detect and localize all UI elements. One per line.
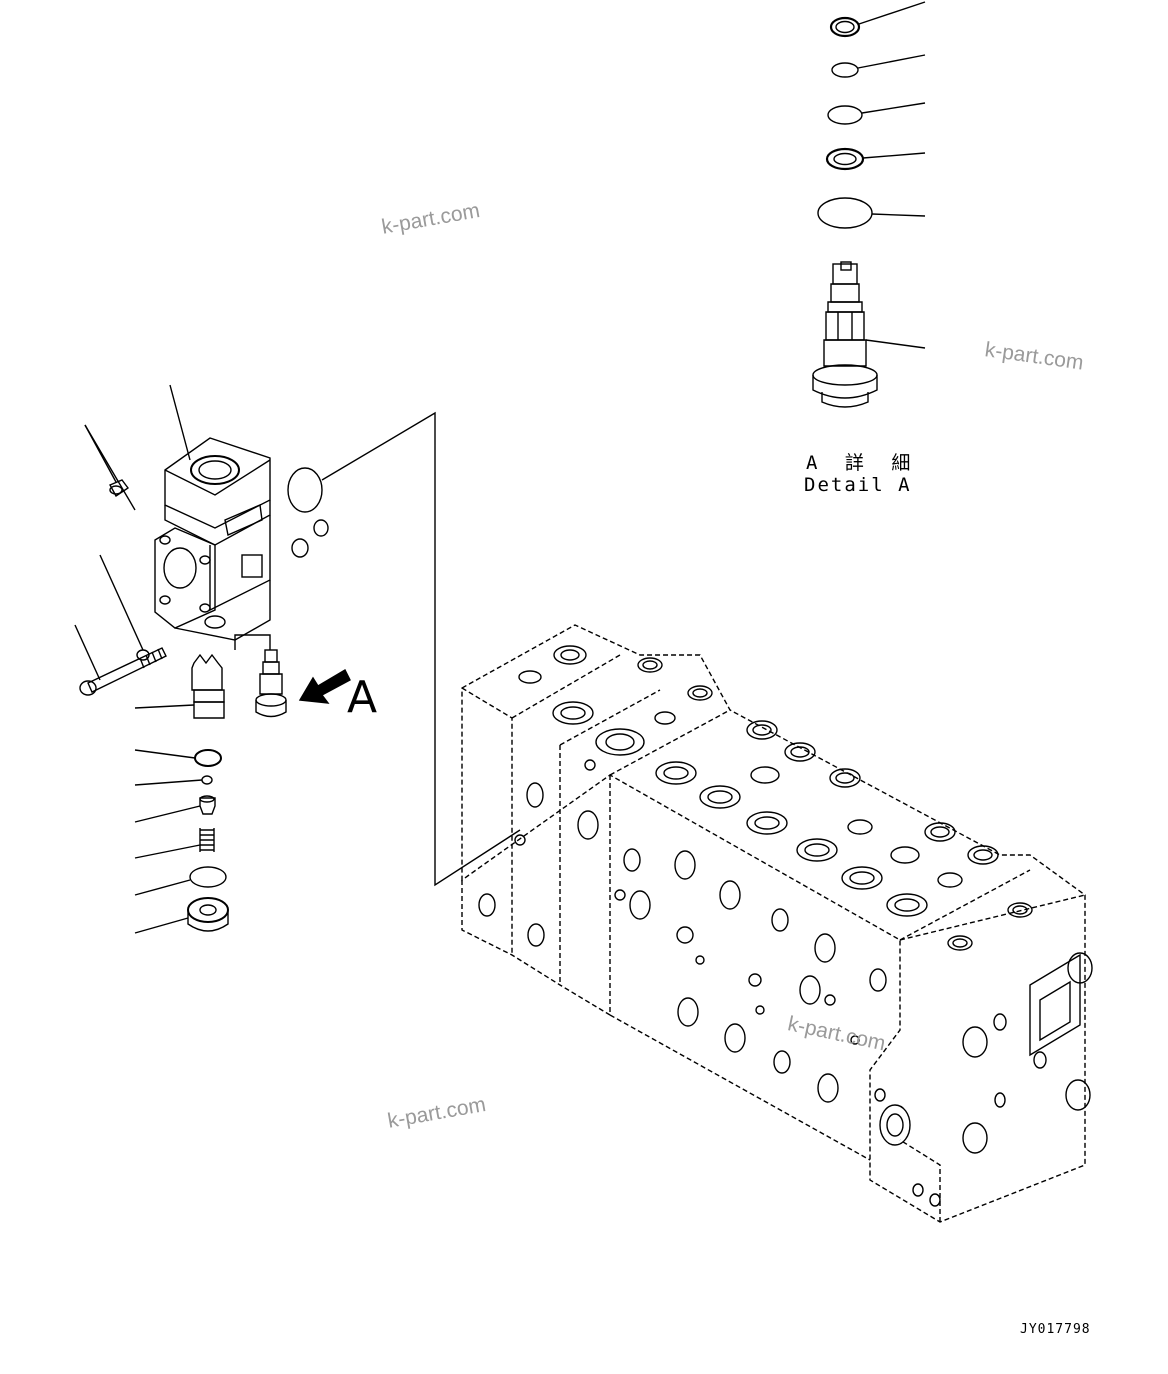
bolt	[74, 624, 167, 696]
arrow-icon	[298, 669, 351, 704]
detail-title-en: Detail A	[804, 474, 912, 496]
valve-section-body	[84, 384, 271, 641]
plug-small-2	[99, 554, 150, 661]
cap-plug	[134, 897, 229, 934]
detail-title-jp: A 詳 細	[806, 452, 919, 474]
leader-body	[169, 384, 191, 461]
detail-o-ring-2	[831, 54, 926, 78]
poppet	[134, 795, 216, 823]
drawing-number: JY017798	[1020, 1322, 1091, 1337]
detail-o-ring-5	[817, 197, 926, 229]
o-ring-lower	[134, 749, 222, 767]
spool	[134, 653, 225, 719]
detail-o-ring-3	[827, 102, 926, 125]
o-ring-plug	[134, 866, 227, 896]
control-valve-assembly	[461, 624, 1086, 1223]
end-cap	[874, 952, 1093, 1207]
detail-valve-cartridge	[812, 261, 926, 408]
view-a-label: A	[347, 672, 378, 723]
spring	[134, 828, 215, 859]
detail-a-group	[812, 1, 926, 408]
valve-ports	[478, 645, 1033, 1103]
view-arrow	[298, 669, 351, 704]
detail-ring-4	[825, 147, 926, 171]
o-rings-section	[287, 411, 521, 887]
ball	[134, 775, 213, 786]
plug-small-1	[84, 424, 130, 498]
detail-ring-1	[829, 1, 926, 38]
valve-cartridge	[255, 649, 287, 718]
